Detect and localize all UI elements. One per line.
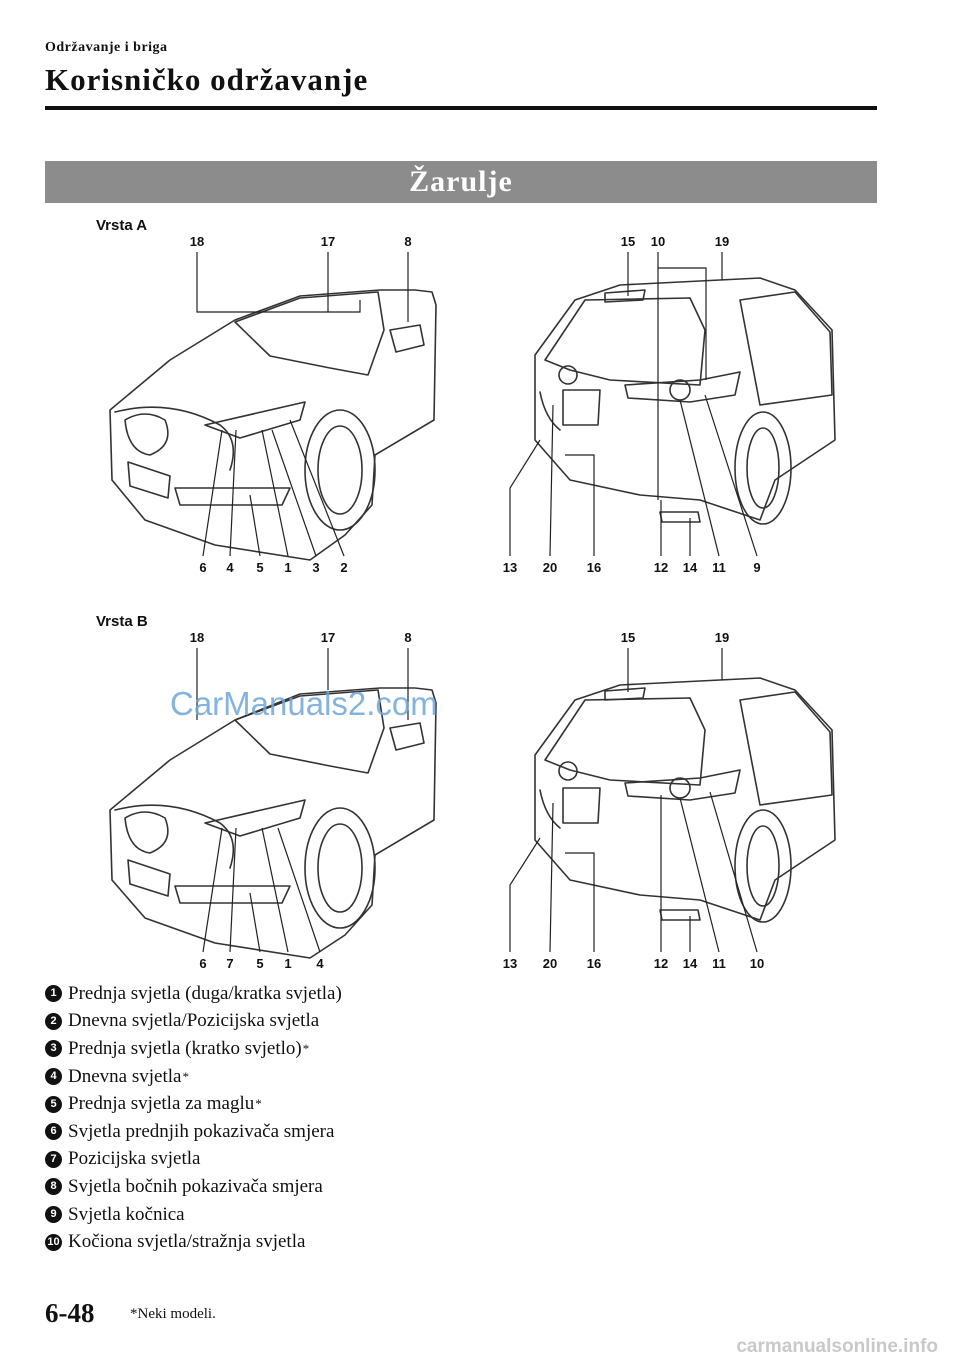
legend-text: Prednja svjetla (duga/kratka svjetla) [68,982,342,1004]
legend-number-badge: 3 [45,1040,62,1058]
rear-car-b-outline [534,677,836,923]
legend-item: 3 Prednja svjetla (kratko svjetlo)* [45,1035,545,1063]
legend-item: 1 Prednja svjetla (duga/kratka svjetla) [45,980,545,1008]
legend-text: Dnevna svjetla/Pozicijska svjetla [68,1010,320,1032]
callout-b-front-bottom-4: 1 [284,956,291,971]
site-credit: carmanualsonline.info [736,1336,938,1357]
watermark: CarManuals2.com [170,685,438,722]
callout-a-rear-bottom-2: 20 [543,560,557,575]
legend-item: 2 Dnevna svjetla/Pozicijska svjetla [45,1008,545,1036]
legend-text: Pozicijska svjetla [68,1148,201,1170]
legend-number-badge: 10 [45,1233,62,1251]
legend-item: 6 Svjetla prednjih pokazivača smjera [45,1118,545,1146]
callout-a-front-top-3: 8 [404,234,411,249]
callout-a-rear-top-3: 19 [715,234,729,249]
callout-a-rear-bottom-6: 11 [712,560,726,575]
legend-number-badge: 8 [45,1178,62,1196]
legend-asterisk: * [302,1040,310,1056]
callouts-variant-b: 18 17 8 6 7 5 1 4 15 19 13 20 16 12 14 1… [190,630,764,971]
page-title: Korisničko održavanje [45,62,369,97]
title-divider [45,106,877,110]
callout-a-rear-top-1: 15 [621,234,635,249]
callout-b-front-bottom-3: 5 [256,956,263,971]
callout-b-front-top-1: 18 [190,630,204,645]
legend-text: Svjetla kočnica [68,1203,185,1225]
bulb-legend-list: 1 Prednja svjetla (duga/kratka svjetla) 2… [45,980,545,1256]
callout-b-front-bottom-5: 4 [316,956,324,971]
breadcrumb: Održavanje i briga [45,40,168,55]
callout-a-front-bottom-1: 6 [199,560,206,575]
callout-b-rear-bottom-3: 16 [587,956,601,971]
callout-a-front-bottom-3: 5 [256,560,263,575]
callout-a-front-top-2: 17 [321,234,335,249]
callout-b-rear-top-1: 15 [621,630,635,645]
callout-b-rear-bottom-2: 20 [543,956,557,971]
legend-text: Dnevna svjetla [68,1065,182,1087]
callout-a-rear-bottom-1: 13 [503,560,517,575]
legend-number-badge: 6 [45,1123,62,1141]
legend-number-badge: 7 [45,1150,62,1168]
callout-b-rear-bottom-5: 14 [683,956,698,971]
callout-b-front-top-3: 8 [404,630,411,645]
callout-b-front-top-2: 17 [321,630,335,645]
leader-lines [196,252,758,953]
callout-a-rear-bottom-4: 12 [654,560,668,575]
legend-item: 5 Prednja svjetla za maglu* [45,1090,545,1118]
callout-a-front-top-1: 18 [190,234,204,249]
legend-number-badge: 1 [45,985,62,1003]
callout-a-front-bottom-6: 2 [340,560,347,575]
legend-item: 7 Pozicijska svjetla [45,1146,545,1174]
footnote: *Neki modeli. [130,1306,216,1322]
legend-text: Prednja svjetla (kratko svjetlo) [68,1037,302,1059]
legend-number-badge: 2 [45,1012,62,1030]
callout-a-rear-bottom-3: 16 [587,560,601,575]
callout-b-rear-bottom-4: 12 [654,956,668,971]
callout-a-front-bottom-5: 3 [312,560,319,575]
legend-text: Kočiona svjetla/stražnja svjetla [68,1231,306,1253]
front-car-a-outline [109,289,437,561]
callout-a-rear-bottom-5: 14 [683,560,698,575]
variant-b-label: Vrsta B [96,613,148,630]
legend-number-badge: 4 [45,1068,62,1086]
legend-asterisk: * [182,1068,189,1084]
rear-car-a-outline [534,277,836,525]
section-title: Žarulje [409,165,513,198]
callout-b-rear-bottom-6: 11 [712,956,726,971]
callout-a-front-bottom-2: 4 [226,560,234,575]
section-banner: Žarulje [45,161,877,203]
callout-b-front-bottom-2: 7 [226,956,233,971]
legend-number-badge: 5 [45,1095,62,1113]
callout-a-rear-top-2: 10 [651,234,665,249]
legend-text: Svjetla bočnih pokazivača smjera [68,1175,323,1197]
callout-b-rear-top-2: 19 [715,630,729,645]
legend-text: Svjetla prednjih pokazivača smjera [68,1120,335,1142]
front-car-b-outline [109,687,437,959]
legend-item: 9 Svjetla kočnica [45,1201,545,1229]
legend-item: 4 Dnevna svjetla* [45,1063,545,1091]
callout-b-front-bottom-1: 6 [199,956,206,971]
callout-b-rear-bottom-1: 13 [503,956,517,971]
legend-text: Prednja svjetla za maglu [68,1093,255,1115]
legend-item: 10 Kočiona svjetla/stražnja svjetla [45,1228,545,1256]
callout-a-rear-bottom-7: 9 [753,560,760,575]
legend-item: 8 Svjetla bočnih pokazivača smjera [45,1173,545,1201]
legend-asterisk: * [255,1096,262,1112]
callouts-variant-a: 18 17 8 6 4 5 1 3 2 15 10 19 13 20 16 12… [190,234,761,575]
legend-number-badge: 9 [45,1206,62,1224]
variant-a-label: Vrsta A [96,217,148,234]
callout-a-front-bottom-4: 1 [284,560,291,575]
callout-b-rear-bottom-7: 10 [750,956,764,971]
bulb-location-diagram: 18 17 8 6 4 5 1 3 2 15 10 19 13 20 16 12… [109,234,836,971]
page-number: 6-48 [45,1298,95,1328]
